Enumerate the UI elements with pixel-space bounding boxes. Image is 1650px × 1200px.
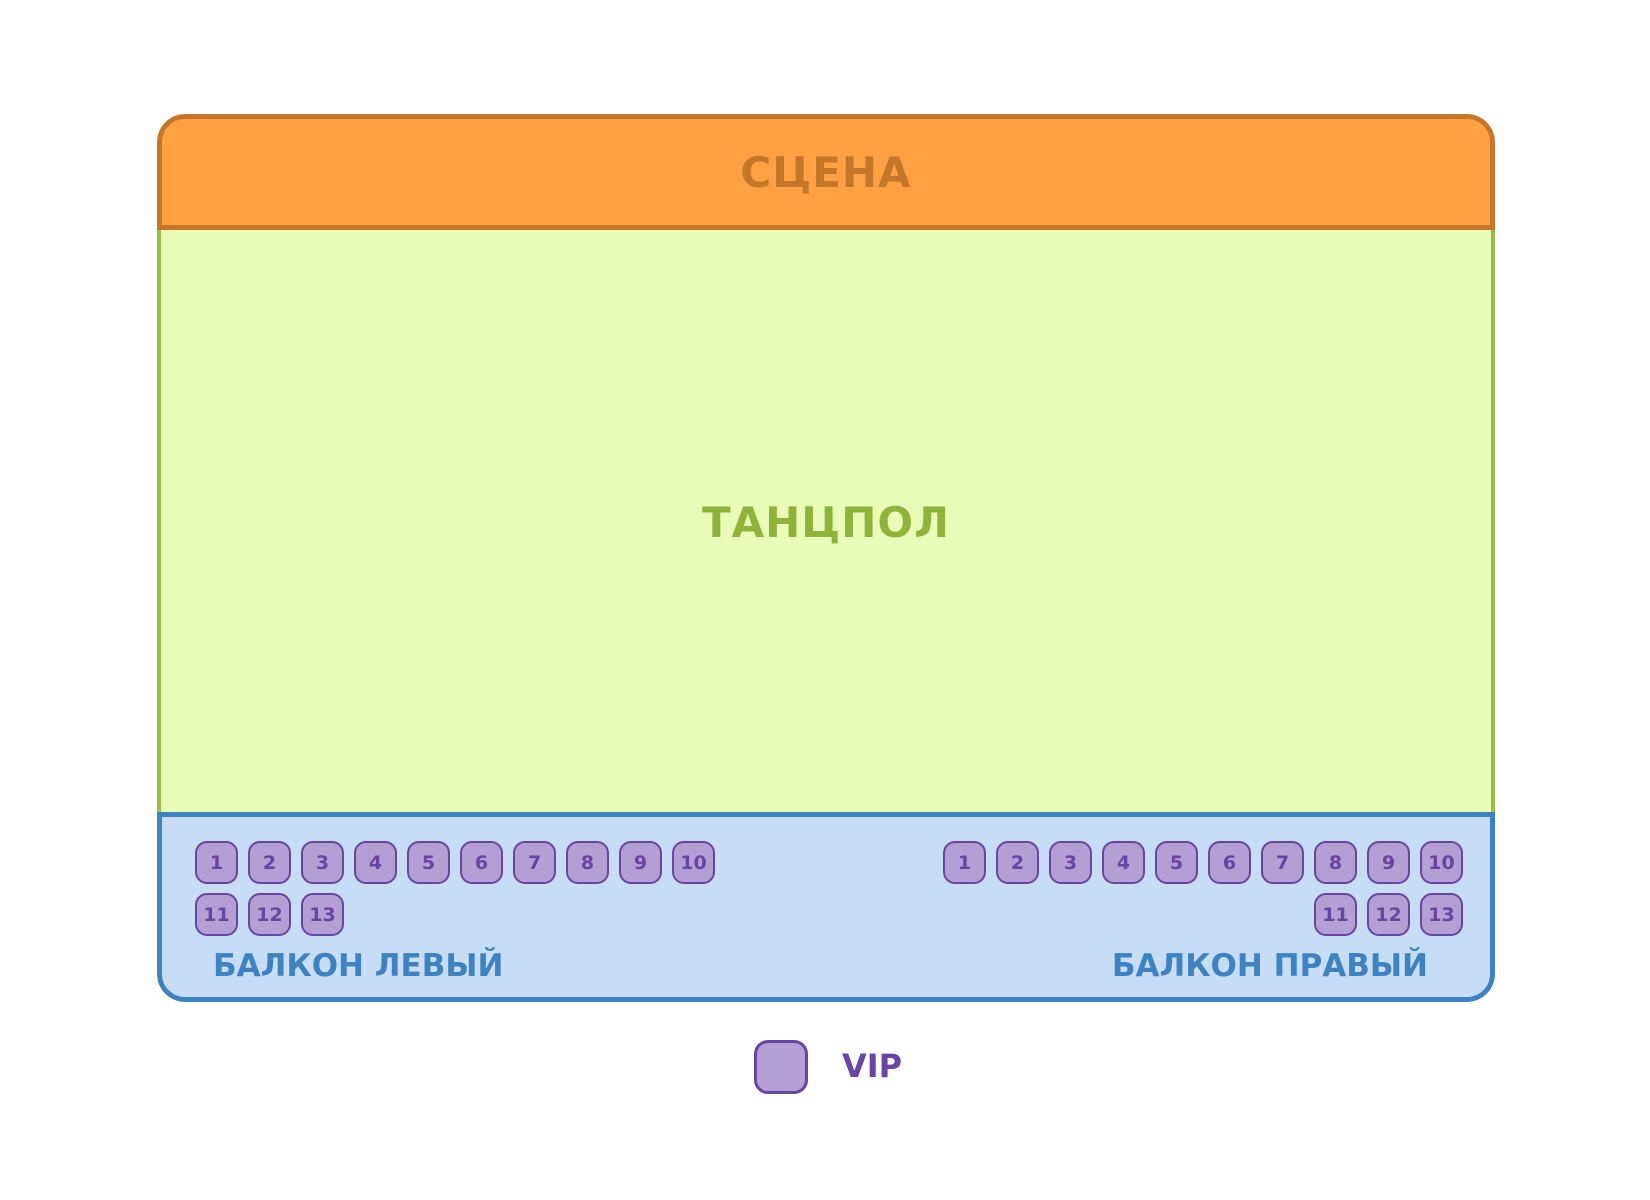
right-balcony-seat[interactable]: 10 [1420, 841, 1463, 884]
stage-label: СЦЕНА [740, 147, 912, 197]
left-balcony-seat[interactable]: 1 [195, 841, 238, 884]
right-balcony-seat[interactable]: 11 [1314, 893, 1357, 936]
right-balcony-seat[interactable]: 5 [1155, 841, 1198, 884]
right-balcony-seat[interactable]: 3 [1049, 841, 1092, 884]
right-balcony-seat[interactable]: 6 [1208, 841, 1251, 884]
right-balcony-seat[interactable]: 2 [996, 841, 1039, 884]
left-balcony-seat[interactable]: 12 [248, 893, 291, 936]
dancefloor-zone[interactable]: ТАНЦПОЛ [157, 230, 1495, 814]
right-balcony-seat[interactable]: 1 [943, 841, 986, 884]
venue-map: СЦЕНА ТАНЦПОЛ 1 2 3 4 5 6 7 8 9 10 11 12… [157, 114, 1495, 1002]
right-balcony-label: БАЛКОН ПРАВЫЙ [1111, 948, 1428, 984]
vip-legend-label: VIP [842, 1047, 903, 1085]
left-balcony-seat[interactable]: 10 [672, 841, 715, 884]
left-balcony-seat[interactable]: 11 [195, 893, 238, 936]
right-balcony-seat[interactable]: 8 [1314, 841, 1357, 884]
left-balcony-seat[interactable]: 8 [566, 841, 609, 884]
left-balcony-seat[interactable]: 7 [513, 841, 556, 884]
right-balcony-seat[interactable]: 9 [1367, 841, 1410, 884]
left-balcony-seat[interactable]: 2 [248, 841, 291, 884]
left-balcony-seat[interactable]: 5 [407, 841, 450, 884]
left-balcony-seat[interactable]: 13 [301, 893, 344, 936]
left-balcony-seat[interactable]: 3 [301, 841, 344, 884]
left-balcony-seat[interactable]: 6 [460, 841, 503, 884]
left-balcony-seat[interactable]: 9 [619, 841, 662, 884]
right-balcony-seat[interactable]: 7 [1261, 841, 1304, 884]
vip-legend-swatch [754, 1040, 808, 1094]
right-balcony-seat[interactable]: 4 [1102, 841, 1145, 884]
stage-zone[interactable]: СЦЕНА [157, 114, 1495, 230]
dancefloor-label: ТАНЦПОЛ [701, 497, 950, 547]
left-balcony-label: БАЛКОН ЛЕВЫЙ [213, 948, 504, 984]
balcony-zone: 1 2 3 4 5 6 7 8 9 10 11 12 13 1 2 3 4 5 … [157, 812, 1495, 1002]
right-balcony-seat[interactable]: 12 [1367, 893, 1410, 936]
right-balcony-seat[interactable]: 13 [1420, 893, 1463, 936]
left-balcony-seat[interactable]: 4 [354, 841, 397, 884]
